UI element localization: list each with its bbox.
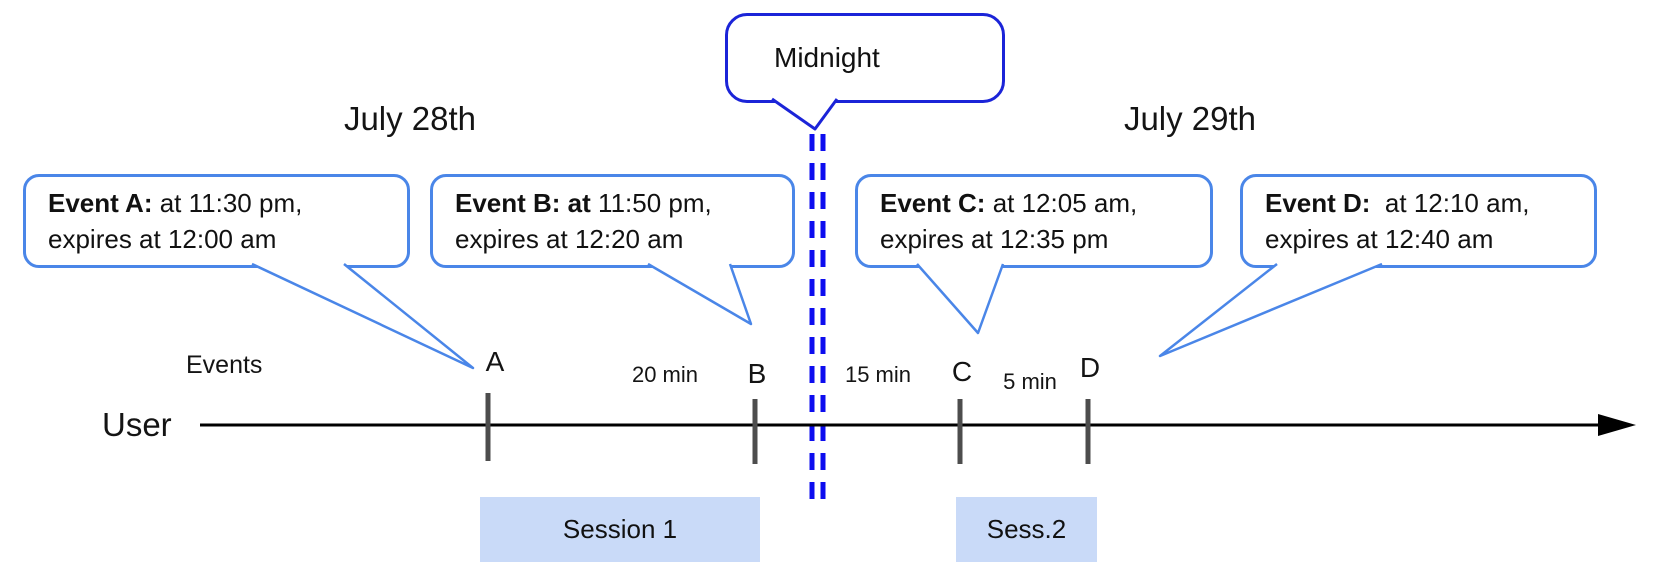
timeline-arrowhead xyxy=(1598,414,1636,436)
event-c-time: at 12:05 am, xyxy=(985,188,1138,218)
event-d-time: at 12:10 am, xyxy=(1370,188,1530,218)
event-a-line1: Event A: at 11:30 pm, xyxy=(48,185,407,221)
gap-label-20min: 20 min xyxy=(631,362,699,387)
event-a-callout: Event A: at 11:30 pm, expires at 12:00 a… xyxy=(23,174,410,268)
event-a-time: at 11:30 pm, xyxy=(152,188,303,218)
event-d-title: Event D: xyxy=(1265,188,1371,218)
event-c-line2: expires at 12:35 pm xyxy=(880,224,1109,254)
event-d-callout: Event D: at 12:10 am, expires at 12:40 a… xyxy=(1240,174,1597,268)
event-a-line2: expires at 12:00 am xyxy=(48,224,277,254)
event-a-title: Event A: xyxy=(48,188,153,218)
midnight-callout-tail xyxy=(771,97,839,131)
date-label-right: July 29th xyxy=(1123,100,1257,137)
event-d-line2: expires at 12:40 am xyxy=(1265,224,1494,254)
midnight-label: Midnight xyxy=(774,42,880,73)
event-b-line2: expires at 12:20 am xyxy=(455,224,684,254)
event-b-callout: Event B: at 11:50 pm, expires at 12:20 a… xyxy=(430,174,795,268)
events-axis-label: Events xyxy=(186,351,263,379)
event-a-callout-tail xyxy=(251,262,475,370)
tick-label-c: C xyxy=(951,356,973,387)
tick-label-d: D xyxy=(1079,352,1101,383)
event-c-title: Event C: xyxy=(880,188,986,218)
event-b-time: 11:50 pm, xyxy=(590,188,712,218)
midnight-callout: Midnight xyxy=(725,13,1005,103)
event-c-callout: Event C: at 12:05 am, expires at 12:35 p… xyxy=(855,174,1213,268)
event-c-callout-tail xyxy=(916,263,1005,335)
event-d-line1: Event D: at 12:10 am, xyxy=(1265,185,1594,221)
user-axis-label: User xyxy=(102,406,172,443)
event-b-callout-tail xyxy=(647,262,753,326)
event-d-callout-tail xyxy=(1158,262,1383,358)
session-2-box: Sess.2 xyxy=(956,497,1097,562)
tick-label-a: A xyxy=(485,346,505,377)
gap-label-15min: 15 min xyxy=(844,362,912,387)
event-b-title: Event B: at xyxy=(455,188,591,218)
event-b-line1: Event B: at 11:50 pm, xyxy=(455,185,792,221)
gap-label-5min: 5 min xyxy=(1003,369,1057,394)
event-c-line1: Event C: at 12:05 am, xyxy=(880,185,1210,221)
date-label-left: July 28th xyxy=(343,100,477,137)
tick-label-b: B xyxy=(747,358,767,389)
session-1-box: Session 1 xyxy=(480,497,760,562)
